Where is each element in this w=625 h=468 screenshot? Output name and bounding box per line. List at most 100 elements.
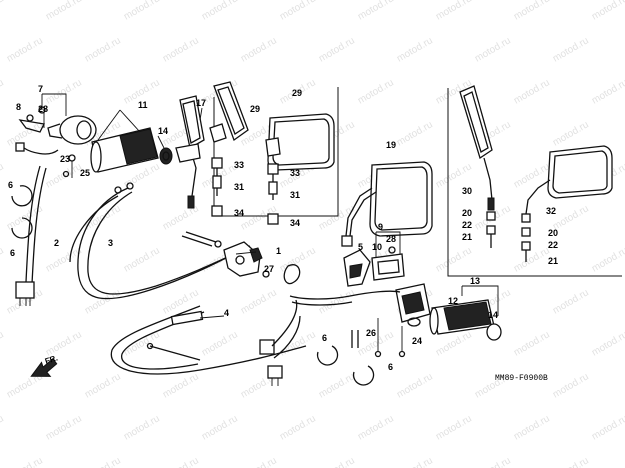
callout-21-right: 21	[548, 256, 558, 266]
watermark-text: motod.ru	[395, 371, 435, 400]
mirror-fasteners-left	[211, 157, 279, 225]
watermark-text: motod.ru	[434, 413, 474, 442]
watermark-text: motod.ru	[356, 0, 396, 23]
watermark-text: motod.ru	[44, 0, 84, 23]
front-direction-arrow: FR.	[30, 353, 59, 377]
callout-1: 1	[276, 246, 281, 256]
watermark-text: motod.ru	[395, 119, 435, 148]
callout-4: 4	[224, 308, 229, 318]
callout-6-left: 6	[10, 248, 15, 258]
watermark-text: motod.ru	[0, 245, 6, 274]
mirror-29-small	[209, 81, 249, 143]
front-direction-label: FR.	[44, 353, 59, 366]
watermark-text: motod.ru	[83, 287, 123, 316]
callout-22-right: 22	[548, 240, 558, 250]
callout-6-bottom: 6	[388, 362, 393, 372]
watermark-text: motod.ru	[122, 245, 162, 274]
watermark-text: motod.ru	[278, 413, 318, 442]
callout-31-right: 31	[290, 190, 300, 200]
watermark-text: motod.ru	[44, 329, 84, 358]
callout-8: 8	[16, 102, 21, 112]
watermark-text: motod.ru	[0, 77, 6, 106]
callout-33-left: 33	[234, 160, 244, 170]
callout-34-right: 34	[290, 218, 300, 228]
watermark-text: motod.ru	[161, 203, 201, 232]
watermark-text: motod.ru	[122, 0, 162, 23]
watermark-text: motod.ru	[395, 35, 435, 64]
watermark-text: motod.ru	[239, 455, 279, 468]
callouts: 1 2 3 4 5 6 6 6 6 7 8 9 10 11 12 13 14 1…	[8, 84, 558, 372]
watermark-text: motod.ru	[317, 455, 357, 468]
mirror-group-frame-right	[447, 88, 622, 277]
watermark-text: motod.ru	[434, 0, 474, 23]
watermark-text: motod.ru	[590, 0, 625, 23]
callout-17: 17	[196, 98, 206, 108]
watermark-text: motod.ru	[473, 35, 513, 64]
mirror-19	[341, 161, 433, 247]
right-switch-housing	[343, 246, 431, 327]
watermark-text: motod.ru	[512, 329, 552, 358]
watermark-text: motod.ru	[44, 413, 84, 442]
callout-13: 13	[470, 276, 480, 286]
callout-10: 10	[372, 242, 382, 252]
callout-30: 30	[462, 186, 472, 196]
watermark-text: motod.ru	[5, 35, 45, 64]
callout-11: 11	[138, 100, 148, 110]
watermark-text: motod.ru	[161, 455, 201, 468]
callout-26: 26	[366, 328, 376, 338]
mirror-32	[521, 145, 613, 262]
watermark-text: motod.ru	[239, 287, 279, 316]
right-harness	[259, 290, 406, 386]
watermark-text: motod.ru	[161, 35, 201, 64]
control-cables	[69, 182, 307, 375]
mirror-30	[459, 85, 496, 248]
diagram-code: MM89-F0900B	[495, 374, 548, 383]
callout-6-top: 6	[8, 180, 13, 190]
watermark-text: motod.ru	[356, 77, 396, 106]
watermark-text: motod.ru	[83, 35, 123, 64]
callout-20-right: 20	[548, 228, 558, 238]
watermark-text: motod.ru	[512, 245, 552, 274]
watermark-text: motod.ru	[473, 455, 513, 468]
watermark-text: motod.ru	[551, 35, 591, 64]
watermark-text: motod.ru	[590, 413, 625, 442]
callout-9: 9	[378, 222, 383, 232]
callout-2: 2	[54, 238, 59, 248]
watermark-text: motod.ru	[551, 455, 591, 468]
watermark-text: motod.ru	[434, 245, 474, 274]
callout-25: 25	[80, 168, 90, 178]
callout-31-left: 31	[234, 182, 244, 192]
left-switch-housing	[15, 106, 97, 155]
callout-29-large: 29	[292, 88, 302, 98]
callout-6-mid: 6	[322, 333, 327, 343]
watermark-text: motod.ru	[590, 77, 625, 106]
watermark-text: motod.ru	[5, 455, 45, 468]
watermark-text: motod.ru	[122, 329, 162, 358]
callout-5: 5	[358, 242, 363, 252]
watermark-text: motod.ru	[551, 119, 591, 148]
watermark-text: motod.ru	[512, 0, 552, 23]
callout-24: 24	[412, 336, 422, 346]
watermark-text: motod.ru	[44, 77, 84, 106]
watermark-text: motod.ru	[551, 371, 591, 400]
throttle-grip	[90, 127, 173, 173]
watermark-text: motod.ru	[278, 245, 318, 274]
left-harness	[11, 154, 76, 306]
callout-22-left: 22	[462, 220, 472, 230]
callout-14-right: 14	[488, 310, 498, 320]
callout-3: 3	[108, 238, 113, 248]
watermark-text: motod.ru	[356, 413, 396, 442]
callout-27: 27	[264, 264, 274, 274]
watermark-text: motod.ru	[239, 35, 279, 64]
watermark-text: motod.ru	[200, 0, 240, 23]
watermark-text: motod.ru	[317, 371, 357, 400]
callout-32: 32	[546, 206, 556, 216]
bracket-1	[223, 241, 301, 285]
callout-28-left: 28	[38, 104, 48, 114]
callout-23: 23	[60, 154, 70, 164]
watermark-text: motod.ru	[512, 77, 552, 106]
watermark-text: motod.ru	[161, 371, 201, 400]
mirror-29-large	[265, 113, 335, 171]
